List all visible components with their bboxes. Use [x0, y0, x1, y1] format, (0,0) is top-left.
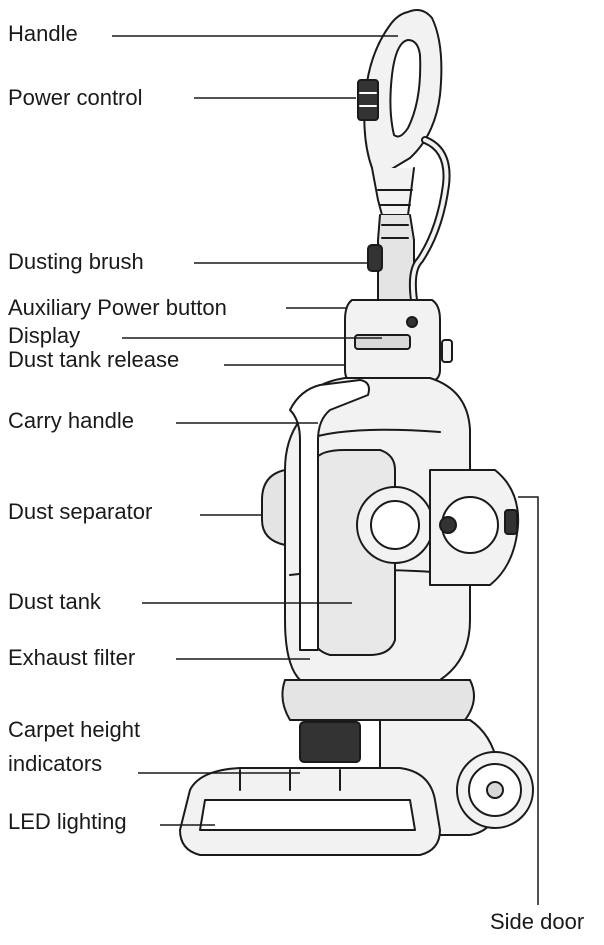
- carry-handle-part: [289, 379, 370, 651]
- label-led-lighting: LED lighting: [8, 809, 127, 834]
- label-dust-separator: Dust separator: [8, 499, 153, 524]
- display-panel: [354, 334, 411, 350]
- label-carry-handle: Carry handle: [8, 408, 134, 433]
- hose: [408, 136, 451, 304]
- dust-separator-part: [261, 469, 286, 546]
- label-dusting-brush: Dusting brush: [8, 249, 144, 274]
- base-upper: [281, 679, 475, 721]
- power-control-buttons: [357, 79, 379, 121]
- label-side-door: Side door: [490, 909, 585, 934]
- handle-opening: [389, 39, 422, 138]
- dusting-brush-part: [367, 244, 383, 272]
- label-exhaust-filter: Exhaust filter: [8, 645, 136, 670]
- label-carpet-height-line1: Carpet height: [8, 717, 141, 742]
- led-window: [199, 799, 416, 831]
- wand-lower: [377, 214, 415, 301]
- label-display: Display: [8, 323, 81, 348]
- exhaust-filter-grille: [299, 721, 361, 763]
- label-dust-tank-release: Dust tank release: [8, 347, 180, 372]
- label-handle: Handle: [8, 21, 78, 46]
- aux-power-button-part: [406, 316, 418, 328]
- label-carpet-height-line2: indicators: [8, 751, 103, 776]
- label-aux-power-button: Auxiliary Power button: [8, 295, 227, 320]
- label-dust-tank: Dust tank: [8, 589, 101, 614]
- label-power-control: Power control: [8, 85, 143, 110]
- wand: [371, 167, 415, 216]
- leader-side-door: [518, 496, 539, 905]
